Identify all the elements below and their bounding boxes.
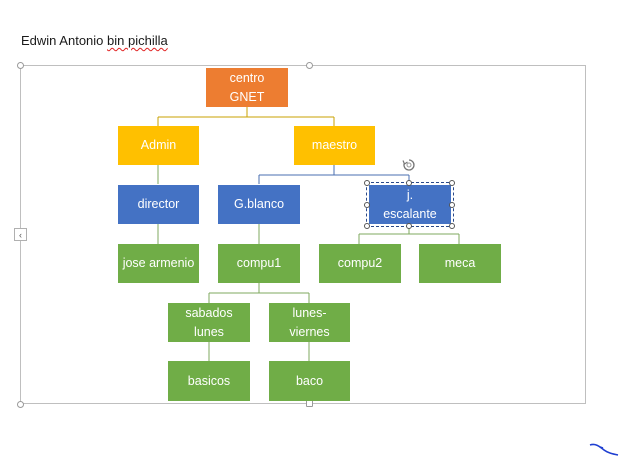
misspelled-text[interactable]: bin pichilla <box>107 33 168 48</box>
selection-handle-ml[interactable] <box>364 202 370 208</box>
org-node-lunes-viernes[interactable]: lunes- viernes <box>269 303 350 342</box>
frame-handle-bottom-left[interactable] <box>17 401 24 408</box>
org-node-compu2[interactable]: compu2 <box>319 244 401 283</box>
frame-handle-top-left[interactable] <box>17 62 24 69</box>
org-node-jose-armenio[interactable]: jose armenio <box>118 244 199 283</box>
selection-handle-bm[interactable] <box>406 223 412 229</box>
org-node-meca[interactable]: meca <box>419 244 501 283</box>
org-node-g-blanco[interactable]: G.blanco <box>218 185 300 224</box>
org-node-sabados-lunes[interactable]: sabados lunes <box>168 303 250 342</box>
org-node-compu1[interactable]: compu1 <box>218 244 300 283</box>
selection-handle-mr[interactable] <box>449 202 455 208</box>
org-node-director[interactable]: director <box>118 185 199 224</box>
selection-handle-br[interactable] <box>449 223 455 229</box>
ink-stroke-icon <box>589 443 619 456</box>
org-node-admin[interactable]: Admin <box>118 126 199 165</box>
org-node-basicos[interactable]: basicos <box>168 361 250 401</box>
frame-handle-top-mid[interactable] <box>306 62 313 69</box>
selection-handle-tl[interactable] <box>364 180 370 186</box>
org-node-centro-gnet[interactable]: centro GNET <box>206 68 288 107</box>
org-node-baco[interactable]: baco <box>269 361 350 401</box>
org-node-maestro[interactable]: maestro <box>294 126 375 165</box>
org-node-j-escalante[interactable]: j. escalante <box>366 182 454 227</box>
collapse-arrow-icon[interactable]: ‹ <box>14 228 27 241</box>
heading-name-text: Edwin Antonio <box>21 33 108 48</box>
selection-handle-tr[interactable] <box>449 180 455 186</box>
document-heading[interactable]: Edwin Antonio bin pichilla <box>21 33 168 48</box>
selection-handle-tm[interactable] <box>406 180 412 186</box>
selection-handle-bl[interactable] <box>364 223 370 229</box>
rotate-handle-icon[interactable] <box>402 158 416 172</box>
